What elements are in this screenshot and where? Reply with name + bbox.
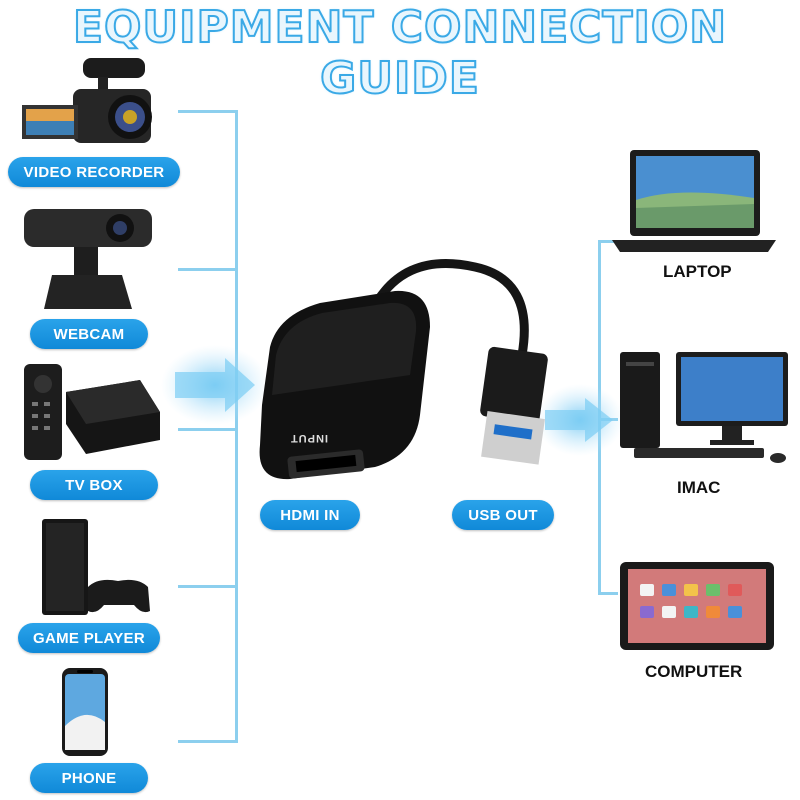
left-branch-line xyxy=(178,110,238,113)
page-title: EQUIPMENT CONNECTION GUIDE xyxy=(72,1,728,105)
hdmi-in-label: HDMI IN xyxy=(260,500,360,530)
output-label-laptop: LAPTOP xyxy=(663,262,732,281)
right-branch-line xyxy=(598,240,618,243)
input-label-video-recorder: VIDEO RECORDER xyxy=(8,157,180,187)
laptop-icon xyxy=(612,150,776,252)
input-label-webcam: WEBCAM xyxy=(30,319,148,349)
tablet-icon xyxy=(620,562,774,650)
right-arrow-glow-icon xyxy=(536,384,624,456)
input-label-game-player: GAME PLAYER xyxy=(18,623,160,653)
input-label-tv-box: TV BOX xyxy=(30,470,158,500)
left-branch-line xyxy=(178,268,238,271)
output-label-imac: IMAC xyxy=(677,478,721,497)
left-bus-line xyxy=(235,110,238,742)
input-port-text: INPUT xyxy=(290,432,328,444)
right-branch-line xyxy=(598,592,618,595)
output-label-computer: COMPUTER xyxy=(645,662,743,681)
left-branch-line xyxy=(178,428,238,431)
phone-icon xyxy=(62,668,108,756)
tv-box-icon xyxy=(24,364,160,460)
game-console-icon xyxy=(42,519,150,615)
webcam-icon xyxy=(24,209,152,309)
input-label-phone: PHONE xyxy=(30,763,148,793)
left-branch-line xyxy=(178,740,238,743)
hdmi-capture-card-icon xyxy=(259,259,548,480)
usb-out-label: USB OUT xyxy=(452,500,554,530)
left-branch-line xyxy=(178,585,238,588)
video-recorder-icon xyxy=(22,58,152,143)
left-arrow-glow-icon xyxy=(161,345,269,425)
desktop-computer-icon xyxy=(620,352,788,463)
